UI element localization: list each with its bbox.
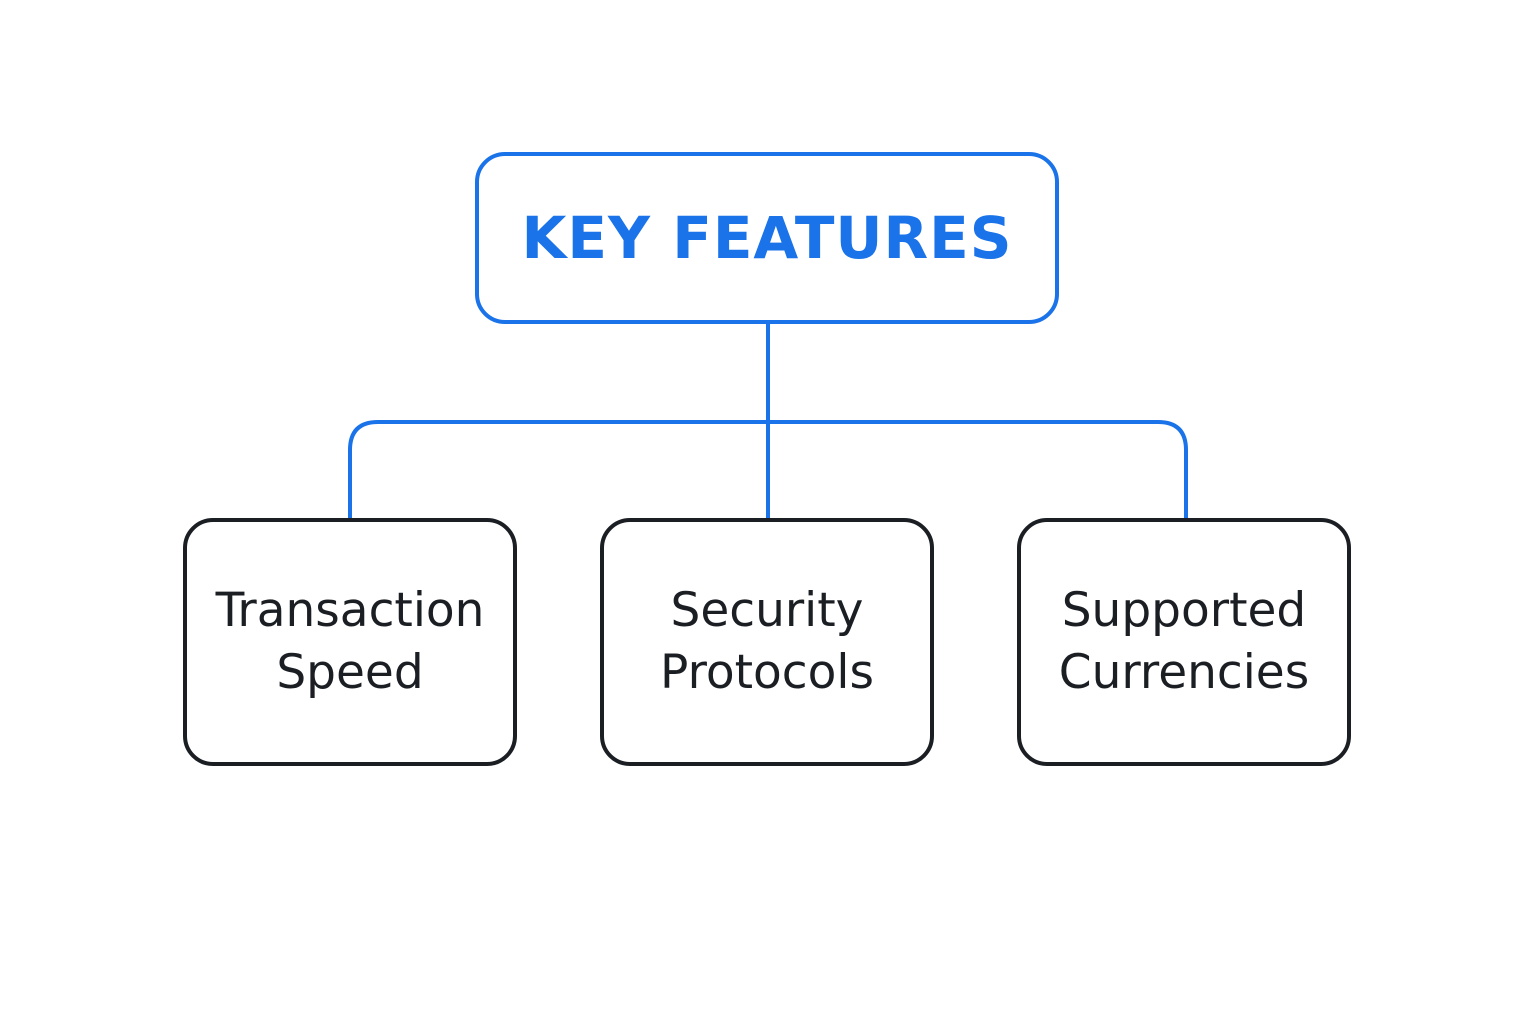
child-node-label-line-2: Protocols: [660, 645, 874, 700]
root-node-label: KEY FEATURES: [521, 204, 1013, 272]
child-node-label-line-2: Currencies: [1058, 645, 1310, 700]
child-node-supported-currencies: Supported Currencies: [1017, 518, 1351, 766]
child-node-security-protocols: Security Protocols: [600, 518, 934, 766]
left-branch-connector: [348, 420, 768, 518]
child-node-transaction-speed: Transaction Speed: [183, 518, 517, 766]
right-branch-connector: [768, 420, 1188, 518]
root-node-key-features: KEY FEATURES: [475, 152, 1059, 324]
child-node-label-line-2: Speed: [276, 645, 424, 700]
child-node-label-line-1: Transaction: [215, 583, 485, 638]
child-node-label-line-1: Security: [670, 583, 864, 638]
child-node-label-line-1: Supported: [1061, 583, 1307, 638]
